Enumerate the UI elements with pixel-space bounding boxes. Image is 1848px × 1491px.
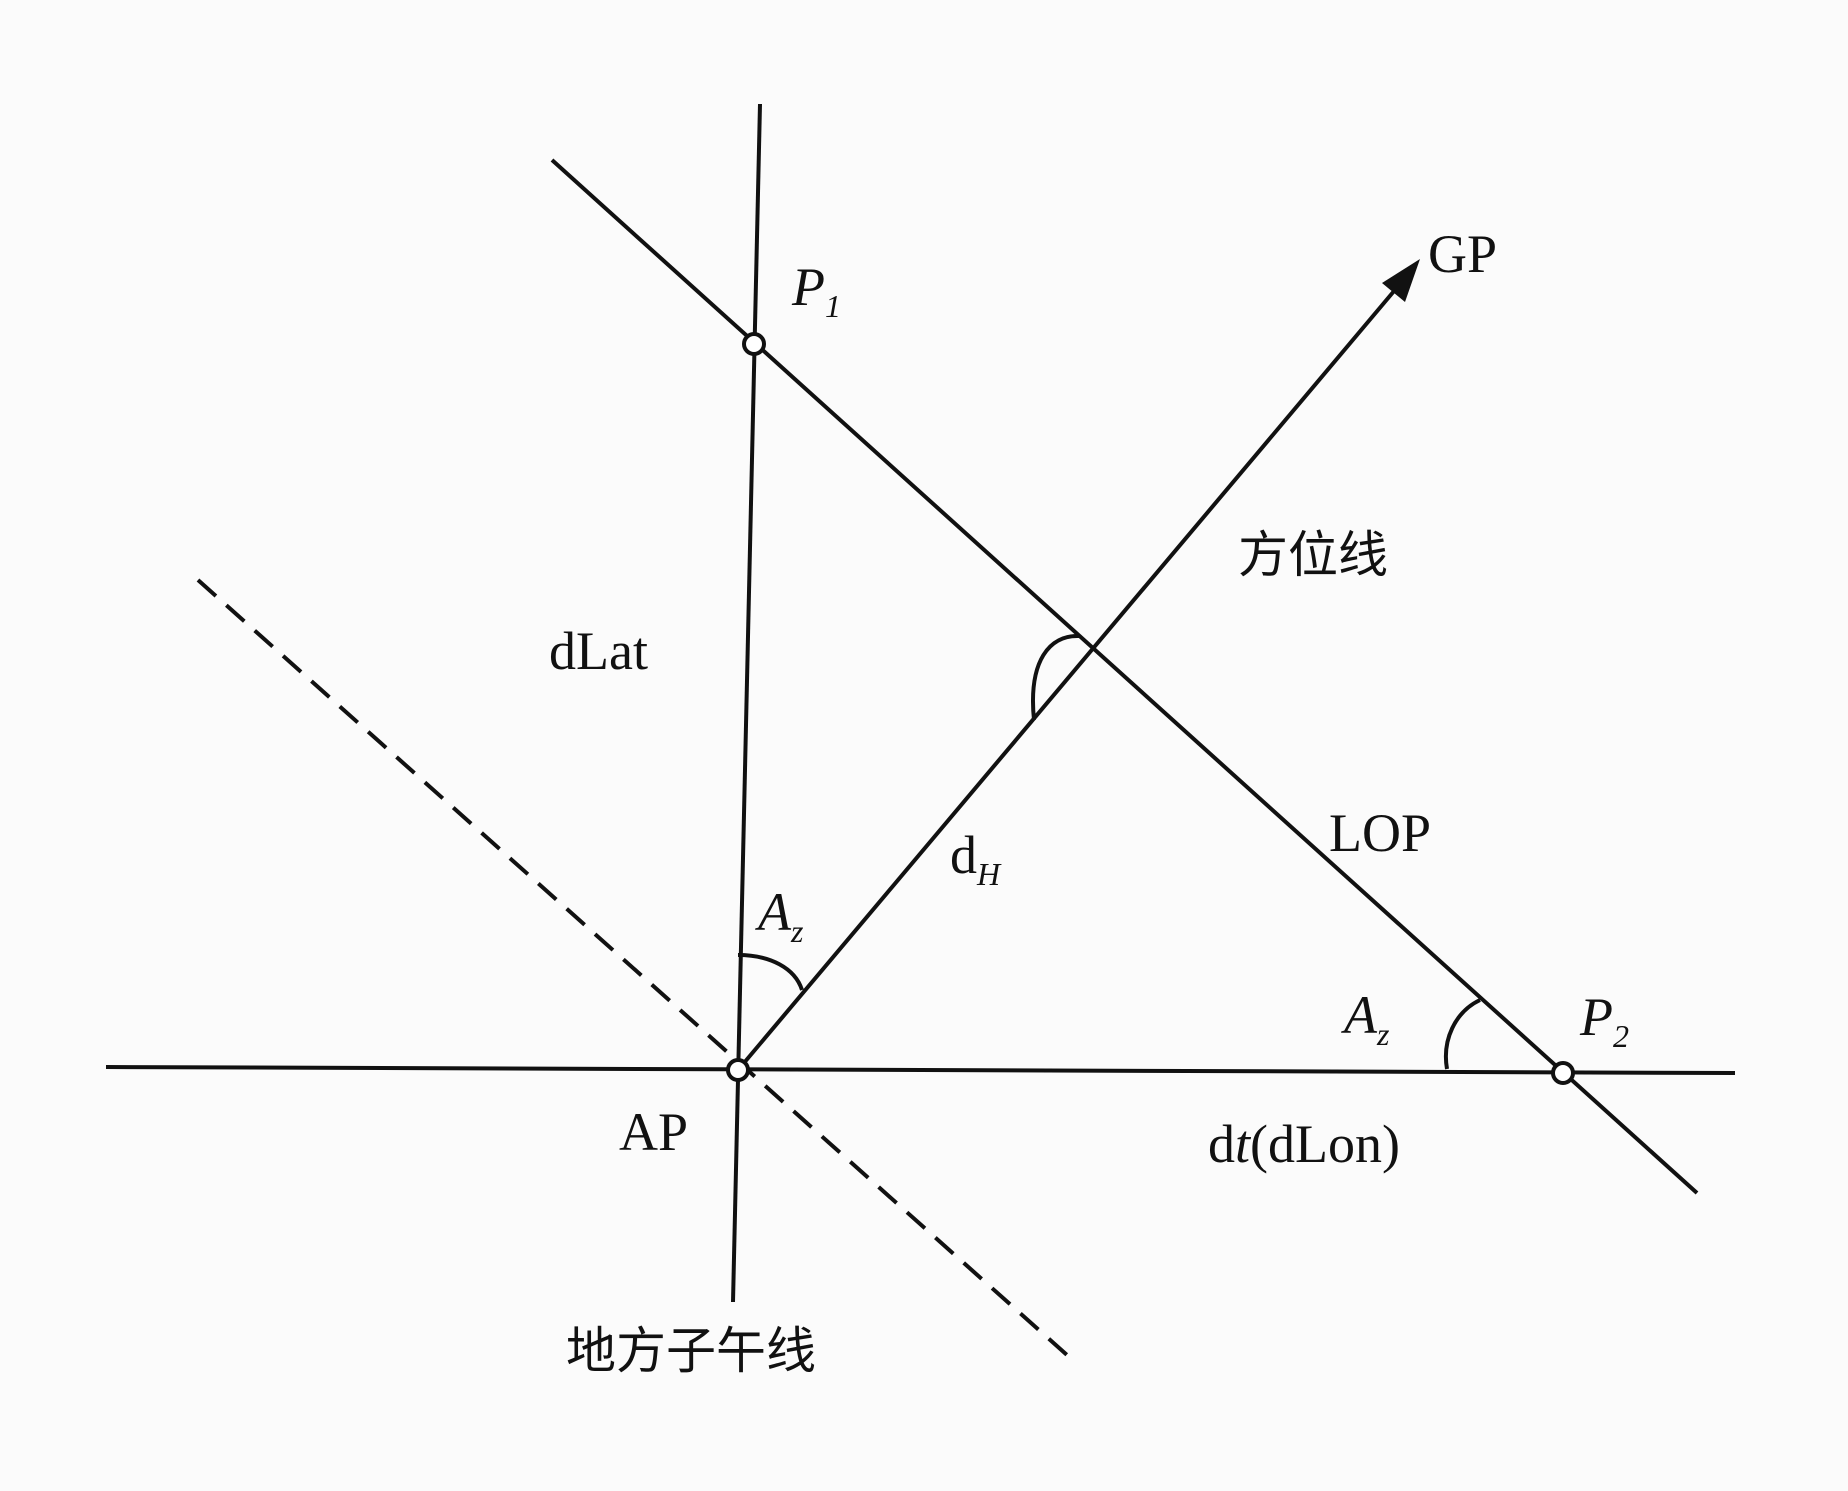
label-p2: P2 bbox=[1579, 987, 1629, 1054]
label-dt-dlon: dt(dLon) bbox=[1208, 1114, 1400, 1174]
label-az-ap: Az bbox=[755, 882, 804, 949]
az-arc-ap bbox=[737, 953, 804, 991]
label-az-p2: Az bbox=[1341, 985, 1390, 1052]
label-ap: AP bbox=[619, 1102, 688, 1162]
point-p2 bbox=[1551, 1061, 1575, 1085]
parallel-line bbox=[105, 1065, 1736, 1075]
label-dlat: dLat bbox=[549, 621, 648, 681]
point-ap bbox=[726, 1058, 750, 1082]
label-local-meridian: 地方子午线 bbox=[566, 1322, 816, 1380]
azimuth-line bbox=[736, 276, 1407, 1072]
label-dh: dH bbox=[950, 825, 1002, 892]
label-lop: LOP bbox=[1329, 803, 1431, 863]
dashed-parallel-line bbox=[196, 578, 1069, 1357]
az-arc-p2 bbox=[1444, 998, 1481, 1070]
label-azimuth-line: 方位线 bbox=[1238, 526, 1388, 584]
label-gp: GP bbox=[1428, 224, 1497, 284]
local-meridian-line bbox=[731, 103, 762, 1303]
gp-arrowhead-icon bbox=[1382, 259, 1420, 302]
right-angle-arc bbox=[1031, 633, 1080, 721]
point-p1 bbox=[742, 332, 766, 356]
lop-line bbox=[550, 158, 1699, 1195]
label-p1: P1 bbox=[791, 257, 841, 324]
